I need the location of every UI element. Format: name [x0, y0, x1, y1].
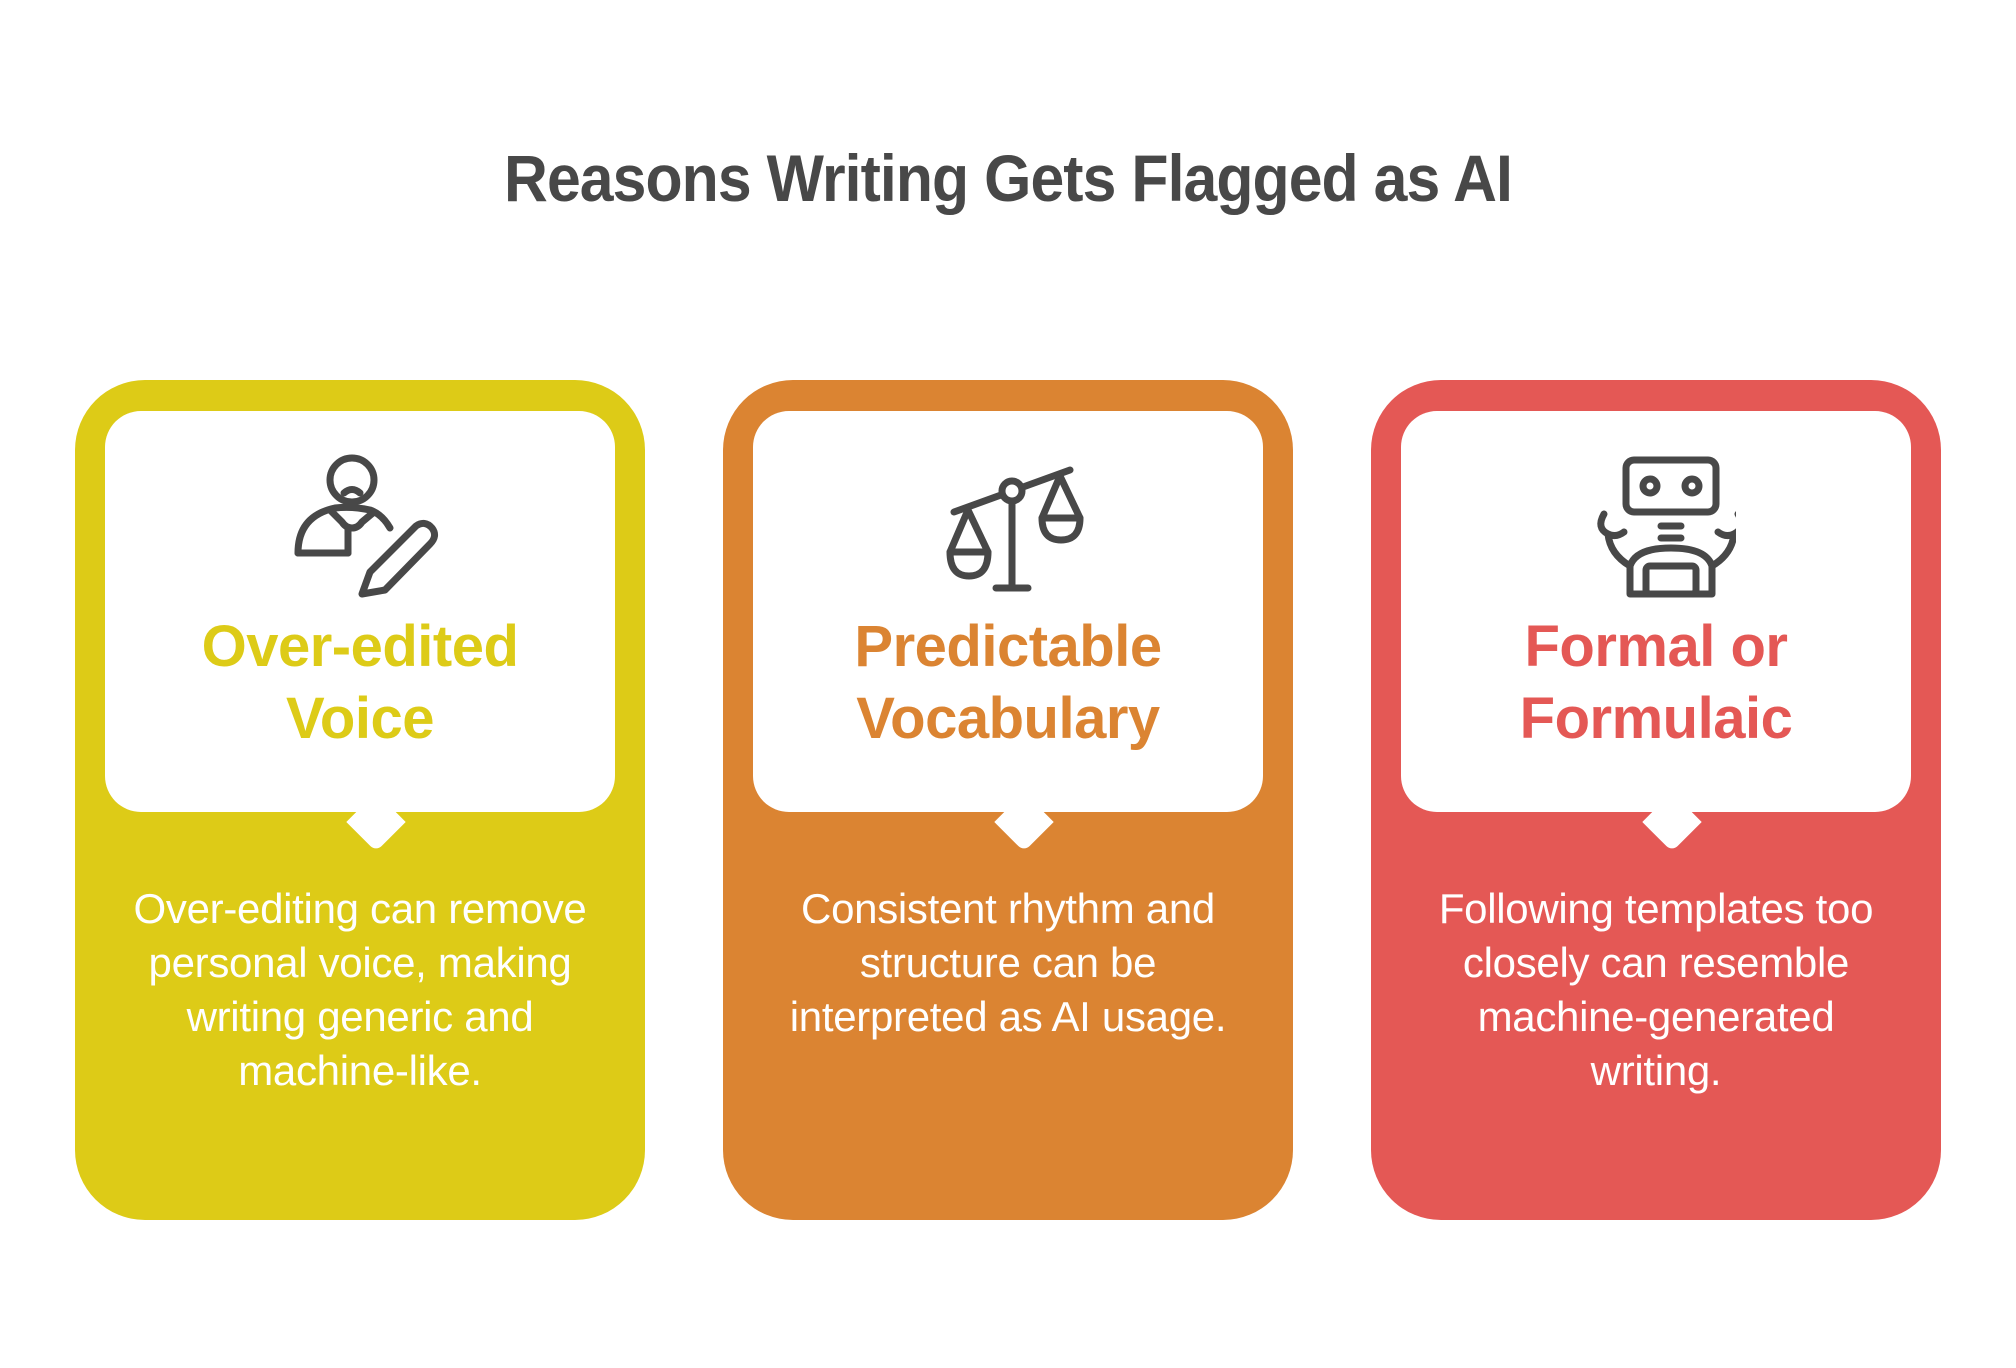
card-heading-line: Predictable [854, 614, 1162, 679]
card-description: Following templates too closely can rese… [1438, 885, 1874, 1094]
card-predictable-vocabulary: Predictable Vocabulary Consistent rhythm… [723, 380, 1293, 1220]
card-description: Consistent rhythm and structure can be i… [789, 885, 1227, 1040]
person-editing-icon [290, 448, 440, 598]
card-heading-line: Over-edited [201, 614, 519, 679]
card-heading-line: Vocabulary [856, 686, 1160, 751]
card-formal-or-formulaic: Formal or Formulaic Following templates … [1371, 380, 1941, 1220]
card-over-edited-voice: Over-edited Voice Over-editing can remov… [75, 380, 645, 1220]
card-heading: Over-edited Voice [105, 611, 615, 755]
card-heading-line: Formal or [1524, 614, 1789, 679]
card-header-bubble: Over-edited Voice [105, 411, 615, 852]
card-heading: Formal or Formulaic [1401, 611, 1911, 755]
card-heading: Predictable Vocabulary [753, 611, 1263, 755]
bubble-pointer [346, 792, 406, 852]
robot-icon [1586, 448, 1736, 598]
card-heading-line: Voice [286, 686, 434, 751]
bubble-pointer [1642, 792, 1702, 852]
card-description: Over-editing can remove personal voice, … [133, 885, 587, 1094]
card-header-bubble: Predictable Vocabulary [753, 411, 1263, 852]
bubble-pointer [994, 792, 1054, 852]
page-title: Reasons Writing Gets Flagged as AI [504, 141, 1513, 215]
card-header-bubble: Formal or Formulaic [1401, 411, 1911, 852]
balance-scale-icon [938, 448, 1088, 598]
card-heading-line: Formulaic [1519, 686, 1793, 751]
